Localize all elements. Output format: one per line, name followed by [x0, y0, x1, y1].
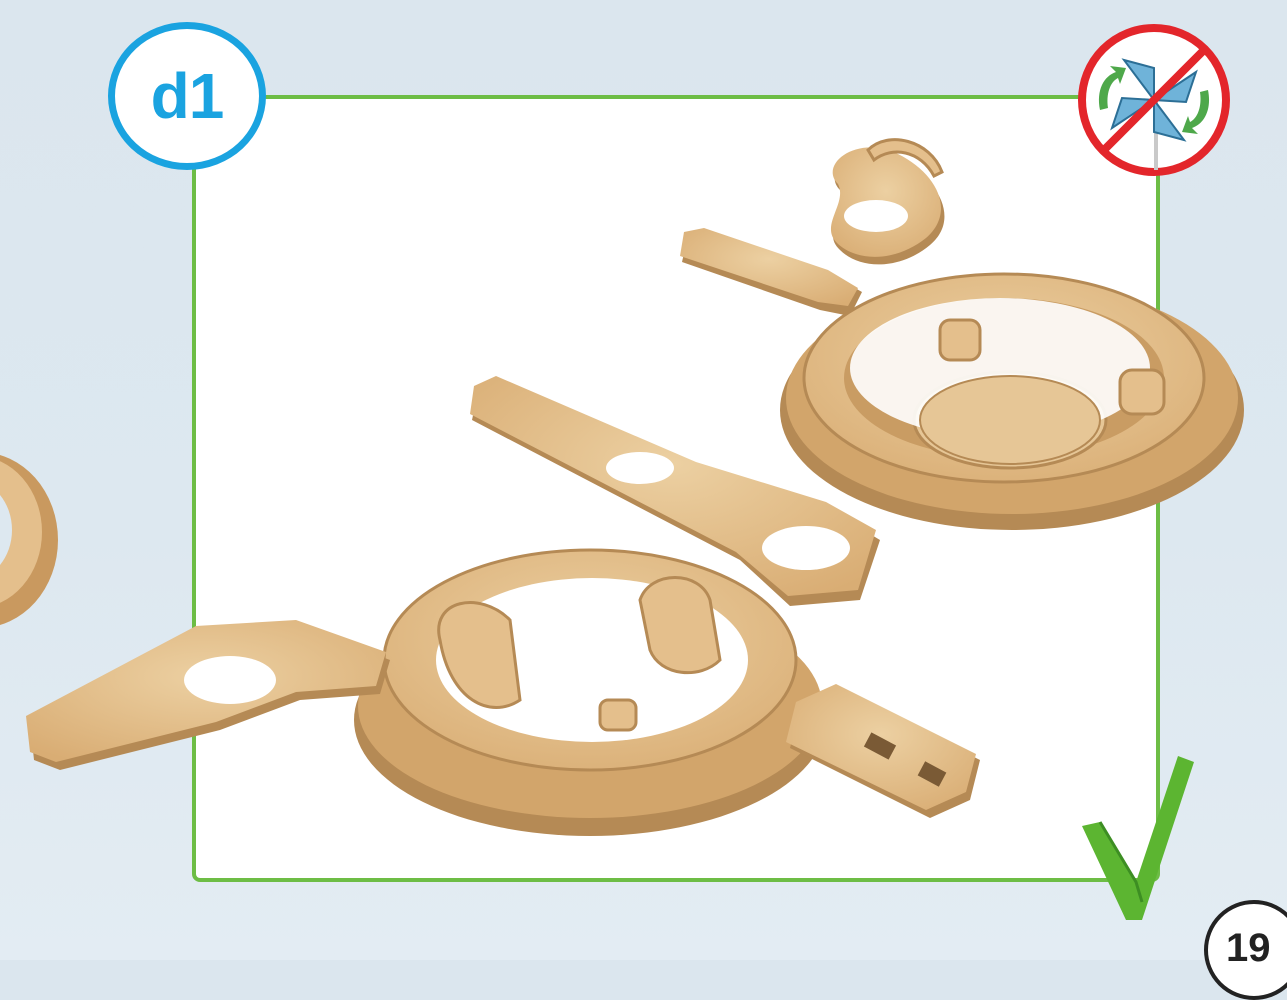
step-label: d1 — [151, 59, 224, 133]
lower-left-arm-part — [26, 620, 390, 770]
lower-right-arm-part — [786, 684, 980, 818]
page-number-badge: 19 — [1204, 900, 1287, 1000]
no-wind-pinwheel-icon — [1074, 20, 1234, 180]
lower-gear-part — [354, 550, 826, 836]
upper-gear-part — [780, 274, 1244, 530]
page-number: 19 — [1226, 926, 1271, 971]
partial-gear-left — [0, 452, 58, 628]
green-check-icon — [1078, 752, 1198, 922]
step-badge: d1 — [108, 22, 266, 170]
